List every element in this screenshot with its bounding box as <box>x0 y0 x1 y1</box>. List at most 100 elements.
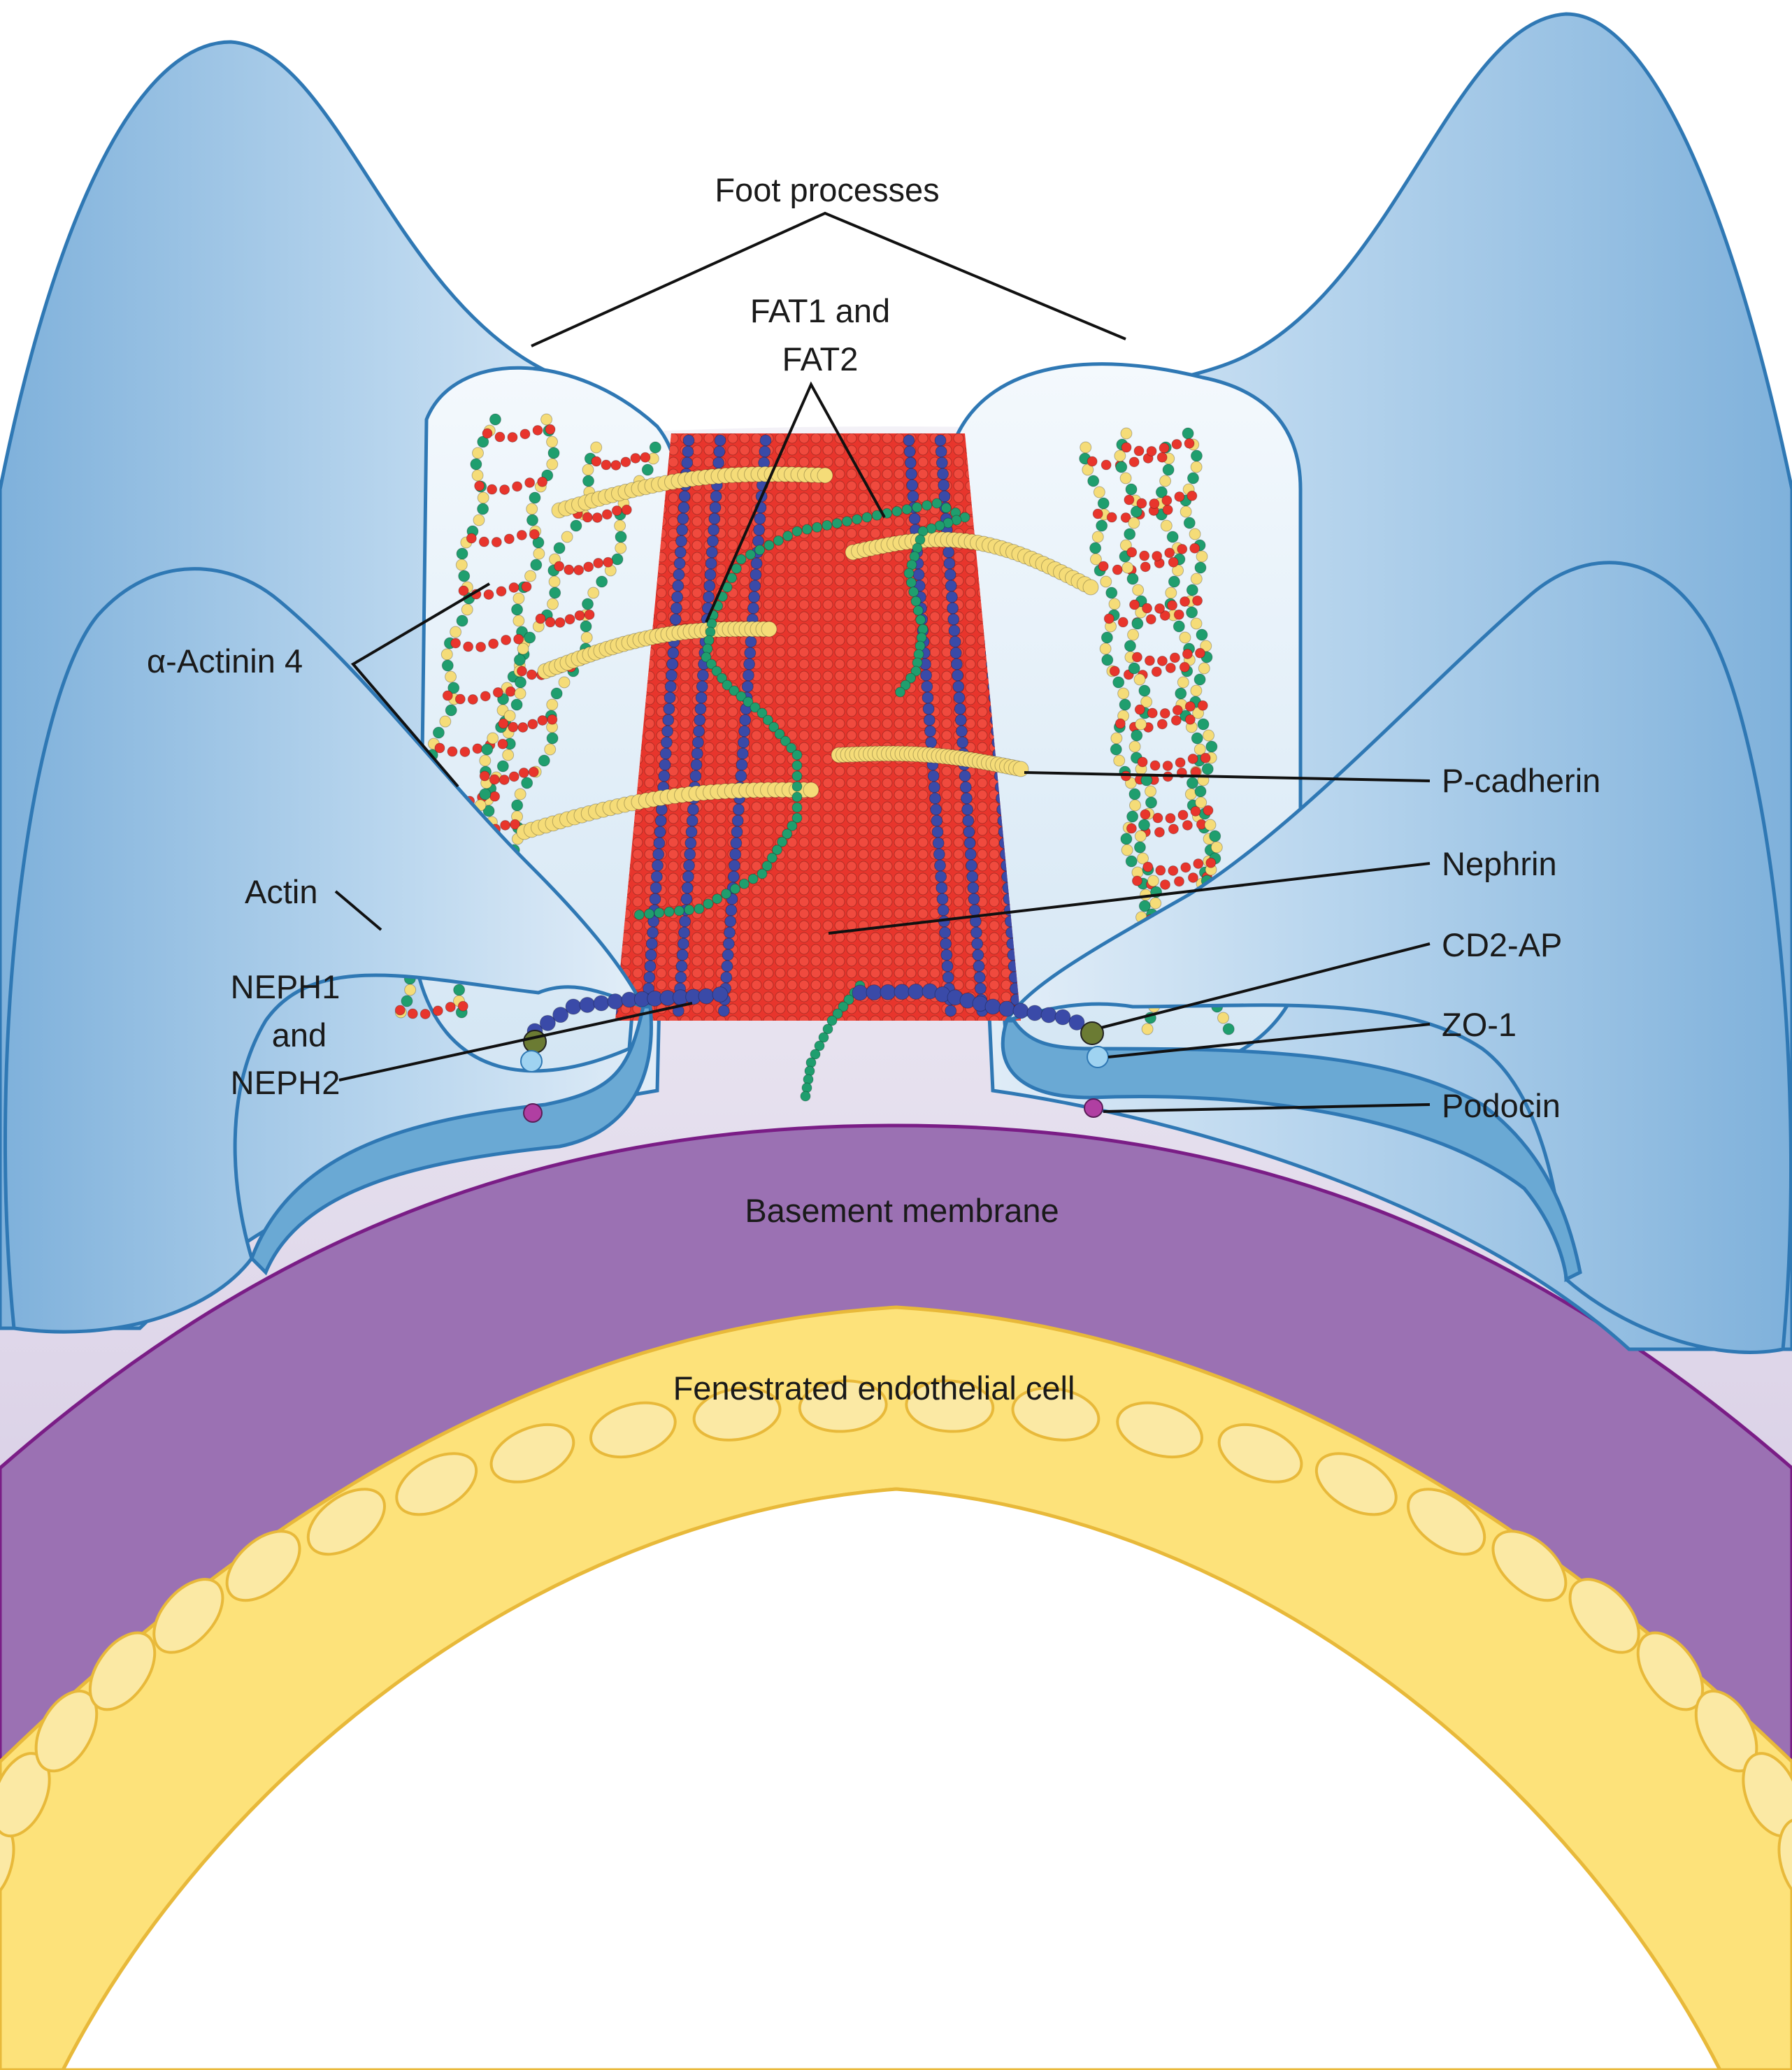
actin-ladder-bead <box>649 441 661 454</box>
actin-bead <box>787 968 798 979</box>
actin-bead <box>798 991 810 1002</box>
actin-bead <box>882 706 893 717</box>
actin-bead <box>798 445 810 456</box>
actin-bead <box>989 944 1000 955</box>
actin-rung-bead <box>1161 495 1173 506</box>
actin-rung-bead <box>526 669 537 680</box>
actin-rung-bead <box>1171 438 1182 450</box>
actin-bead <box>798 766 810 777</box>
actin-bead <box>810 457 822 468</box>
actin-rung-bead <box>545 424 556 435</box>
actin-bead <box>775 979 786 991</box>
actin-bead <box>632 896 643 907</box>
actin-bead <box>858 944 869 955</box>
nephrin-bead <box>695 691 708 704</box>
actin-ladder-bead <box>1091 531 1104 543</box>
actin-ladder-bead <box>1205 740 1218 753</box>
nephrin-bead <box>643 982 655 995</box>
actin-bead <box>822 718 833 729</box>
actin-bead <box>882 563 893 575</box>
actin-bead <box>965 623 976 634</box>
actin-bead <box>668 777 679 789</box>
actin-ladder-bead <box>1128 740 1141 753</box>
actin-bead <box>834 575 845 587</box>
nephrin-bead <box>664 691 676 704</box>
actin-bead <box>929 932 940 943</box>
actin-ladder-bead <box>479 754 492 767</box>
cd2ap-bead-right <box>1080 1021 1104 1045</box>
fat-bead <box>747 873 759 884</box>
actin-bead <box>775 908 786 919</box>
fat-bead <box>895 687 905 698</box>
actin-bead <box>775 587 786 598</box>
actin-bead <box>905 872 917 884</box>
nephrin-bead <box>660 736 673 749</box>
fat-bead <box>644 908 655 919</box>
actin-bead <box>798 956 810 967</box>
actin-bead <box>703 908 715 919</box>
actin-ladder-bead <box>1128 788 1141 800</box>
actin-bead <box>953 480 964 491</box>
actin-bead <box>775 552 786 563</box>
actin-ladder-bead <box>514 788 526 800</box>
actin-bead <box>894 766 905 777</box>
actin-rung-bead <box>1164 547 1175 559</box>
actin-bead <box>763 552 774 563</box>
actin-bead <box>882 492 893 503</box>
fenestra-cell <box>1491 1530 1568 1602</box>
actin-rung-bead <box>1152 550 1163 561</box>
actin-bead <box>834 718 845 729</box>
actin-bead <box>810 884 822 896</box>
actin-bead <box>810 623 822 634</box>
actin-bead <box>763 968 774 979</box>
actin-bead <box>882 718 893 729</box>
actin-bead <box>870 457 881 468</box>
actin-bead <box>929 647 940 658</box>
actin-rung-bead <box>554 617 566 628</box>
actin-bead <box>798 563 810 575</box>
nephrin-bead <box>664 680 677 693</box>
nephrin-bead <box>710 490 722 503</box>
actin-ladder-bead <box>1187 472 1199 484</box>
nephrin-bead <box>690 759 703 771</box>
actin-bead <box>822 433 833 444</box>
actin-bead <box>798 718 810 729</box>
actin-rung-bead <box>1180 596 1191 607</box>
actin-bead <box>894 457 905 468</box>
actin-bead <box>798 837 810 848</box>
actin-bead <box>846 872 857 884</box>
actin-bead <box>810 754 822 765</box>
actin-ladder-bead <box>473 514 485 526</box>
actin-bead <box>977 659 988 670</box>
actin-ladder-bead <box>401 995 413 1007</box>
actin-rung-bead <box>1173 876 1184 887</box>
nephrin-bead <box>661 725 674 738</box>
actin-rung-bead <box>601 509 612 520</box>
actin-bead <box>739 896 750 907</box>
actin-bead <box>751 896 762 907</box>
actin-bead <box>798 540 810 551</box>
actin-bead <box>870 849 881 860</box>
nephrin-bead <box>731 826 743 838</box>
actin-bead <box>917 849 929 860</box>
actin-bead <box>894 575 905 587</box>
actin-ladder-bead <box>496 760 509 772</box>
actin-bead <box>941 766 952 777</box>
actin-bead <box>870 932 881 943</box>
neph-chain-bead <box>866 984 882 1001</box>
actin-bead <box>870 682 881 693</box>
actin-rung-bead <box>1159 707 1170 719</box>
actin-bead <box>668 492 679 503</box>
label-zo1: ZO-1 <box>1442 1006 1517 1043</box>
nephrin-bead <box>905 468 918 480</box>
actin-ladder-bead <box>439 715 452 728</box>
fat-bead <box>922 500 933 511</box>
actin-ladder-bead <box>1190 684 1203 697</box>
nephrin-bead <box>936 457 948 469</box>
nephrin-bead <box>933 848 945 861</box>
actin-bead <box>787 480 798 491</box>
actin-rung-bead <box>1106 512 1117 523</box>
actin-bead <box>905 623 917 634</box>
actin-bead <box>870 766 881 777</box>
actin-bead <box>965 587 976 598</box>
